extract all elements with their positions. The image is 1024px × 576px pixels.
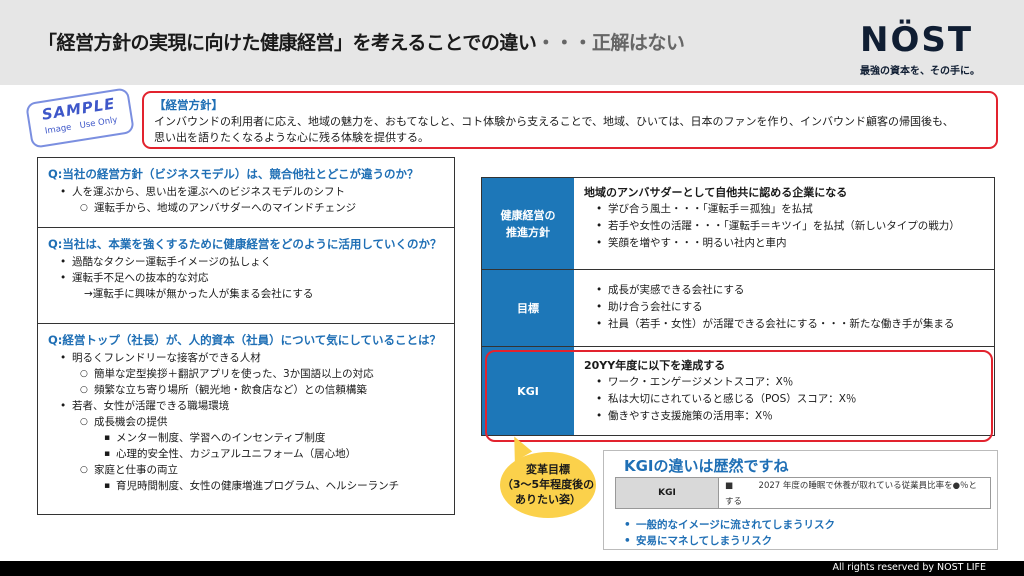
page-title: 「経営方針の実現に向けた健康経営」を考えることでの違い・・・正解はない (38, 28, 685, 55)
answer-bullet: 若者、女性が活躍できる職場環境 (48, 398, 444, 414)
generic-kgi-value-line: ■ 2027 年度の睡眠で休養が取れている従業員比率を●％と (725, 481, 978, 491)
row-label-policy: 健康経営の推進方針 (482, 178, 574, 269)
logo-tagline: 最強の資本を、その手に。 (860, 66, 980, 77)
row-label-line: 健康経営の (500, 208, 556, 222)
question-heading: Q:当社の経営方針（ビジネスモデル）は、競合他社とどこが違うのか？ (48, 167, 419, 181)
row-bullet: 成長が実感できる会社にする (584, 282, 984, 299)
answer-sub-bullet: 頻繁な立ち寄り場所（観光地・飲食店など）との信頼構築 (48, 382, 444, 398)
answer-sub-sub-bullet: 心理的安全性、カジュアルユニフォーム（居心地） (48, 446, 444, 462)
question-heading: Q:当社は、本業を強くするために健康経営をどのように活用していくのか？ (48, 237, 442, 251)
answer-sub-sub-bullet: 育児時間制度、女性の健康増進プログラム、ヘルシーランチ (48, 478, 444, 494)
row-label-kgi: KGI (482, 347, 574, 435)
table-row-goal: 目標 成長が実感できる会社にする 助け合う会社にする 社員（若手・女性）が活躍で… (482, 270, 994, 347)
answer-sub-bullet: 運転手から、地域のアンバサダーへのマインドチェンジ (48, 200, 444, 216)
questions-panel: Q:当社の経営方針（ビジネスモデル）は、競合他社とどこが違うのか？ 人を運ぶから… (37, 157, 455, 515)
sample-stamp: SAMPLE Image Use Only (25, 87, 135, 149)
risk-item: 一般的なイメージに流されてしまうリスク (624, 517, 835, 533)
kgi-comparison-box: KGIの違いは歴然ですね KGI ■ 2027 年度の睡眠で休養が取れている従業… (603, 450, 998, 550)
policy-text-1: インバウンドの利用者に応え、地域の魅力を、おもてなしと、コト体験から支えることで… (154, 115, 954, 128)
table-row-kgi: KGI 20YY年度に以下を達成する ワーク・エンゲージメントスコア：X％ 私は… (482, 347, 994, 435)
row-bullet: 助け合う会社にする (584, 299, 984, 316)
row-bullet: 私は大切にされていると感じる（POS）スコア：X％ (584, 391, 984, 408)
header-band (0, 0, 1024, 85)
question-section-3: Q:経営トップ（社長）が、人的資本（社員）について気にしていることは？ 明るくフ… (38, 324, 454, 500)
title-subtitle: ・・・正解はない (536, 32, 685, 54)
row-content-kgi: 20YY年度に以下を達成する ワーク・エンゲージメントスコア：X％ 私は大切にさ… (574, 347, 994, 435)
row-content-goal: 成長が実感できる会社にする 助け合う会社にする 社員（若手・女性）が活躍できる会… (574, 270, 994, 346)
generic-kgi-value-line: する (725, 497, 743, 507)
row-content-title: 20YY年度に以下を達成する (584, 359, 726, 372)
comparison-heading: KGIの違いは歴然ですね (624, 457, 789, 475)
row-bullet: 若手や女性の活躍・・・「運転手＝キツイ」を払拭（新しいタイプの戦力） (584, 218, 984, 235)
answer-sub-bullet: 家庭と仕事の両立 (48, 462, 444, 478)
question-section-2: Q:当社は、本業を強くするために健康経営をどのように活用していくのか？ 過酷なタ… (38, 228, 454, 324)
generic-kgi-label: KGI (616, 478, 719, 508)
nost-logo: NÖST (860, 20, 974, 60)
question-heading: Q:経営トップ（社長）が、人的資本（社員）について気にしていることは？ (48, 333, 441, 347)
generic-kgi-table: KGI ■ 2027 年度の睡眠で休養が取れている従業員比率を●％と する (615, 477, 991, 509)
row-content-title: 地域のアンバサダーとして自他共に認める企業になる (584, 186, 848, 199)
policy-box: 【経営方針】 インバウンドの利用者に応え、地域の魅力を、おもてなしと、コト体験か… (142, 91, 998, 149)
row-bullet: 笑顔を増やす・・・明るい社内と車内 (584, 235, 984, 252)
bubble-line: （3～5年程度後の (501, 478, 595, 491)
row-bullet: 学び合う風土・・・「運転手＝孤独」を払拭 (584, 201, 984, 218)
question-section-1: Q:当社の経営方針（ビジネスモデル）は、競合他社とどこが違うのか？ 人を運ぶから… (38, 158, 454, 228)
answer-sub-sub-bullet: メンター制度、学習へのインセンティブ制度 (48, 430, 444, 446)
answer-sub-bullet: 簡単な定型挨拶＋翻訳アプリを使った、3か国語以上の対応 (48, 366, 444, 382)
answer-bullet: 運転手不足への抜本的な対応 (48, 270, 444, 286)
bubble-line: ありたい姿） (515, 493, 581, 506)
answer-sub-bullet: 成長機会の提供 (48, 414, 444, 430)
answer-bullet: 明るくフレンドリーな接客ができる人材 (48, 350, 444, 366)
bubble-line: 変革目標 (526, 463, 570, 476)
title-main: 「経営方針の実現に向けた健康経営」を考えることでの違い (38, 32, 537, 54)
answer-arrow-line: →運転手に興味が無かった人が集まる会社にする (84, 288, 314, 300)
policy-heading: 【経営方針】 (154, 98, 223, 112)
row-label-line: 推進方針 (506, 225, 550, 239)
answer-bullet: 人を運ぶから、思い出を運ぶへのビジネスモデルのシフト (48, 184, 444, 200)
row-label-goal: 目標 (482, 270, 574, 346)
row-bullet: 社員（若手・女性）が活躍できる会社にする・・・新たな働き手が集まる (584, 316, 984, 333)
generic-kgi-value: ■ 2027 年度の睡眠で休養が取れている従業員比率を●％と する (719, 478, 990, 508)
footer-bar: All rights reserved by NOST LIFE (0, 561, 1024, 576)
row-bullet: 働きやすさ支援施策の活用率：X％ (584, 408, 984, 425)
row-content-policy: 地域のアンバサダーとして自他共に認める企業になる 学び合う風土・・・「運転手＝孤… (574, 178, 994, 269)
copyright-text: All rights reserved by NOST LIFE (832, 562, 986, 573)
row-bullet: ワーク・エンゲージメントスコア：X％ (584, 374, 984, 391)
risk-item: 安易にマネしてしまうリスク (624, 533, 835, 549)
risk-list: 一般的なイメージに流されてしまうリスク 安易にマネしてしまうリスク (624, 517, 835, 549)
transformation-goal-bubble: 変革目標 （3～5年程度後の ありたい姿） (500, 452, 596, 518)
policy-text-2: 思い出を語りたくなるような心に残る体験を提供する。 (154, 131, 429, 144)
answer-bullet: 過酷なタクシー運転手イメージの払しょく (48, 254, 444, 270)
